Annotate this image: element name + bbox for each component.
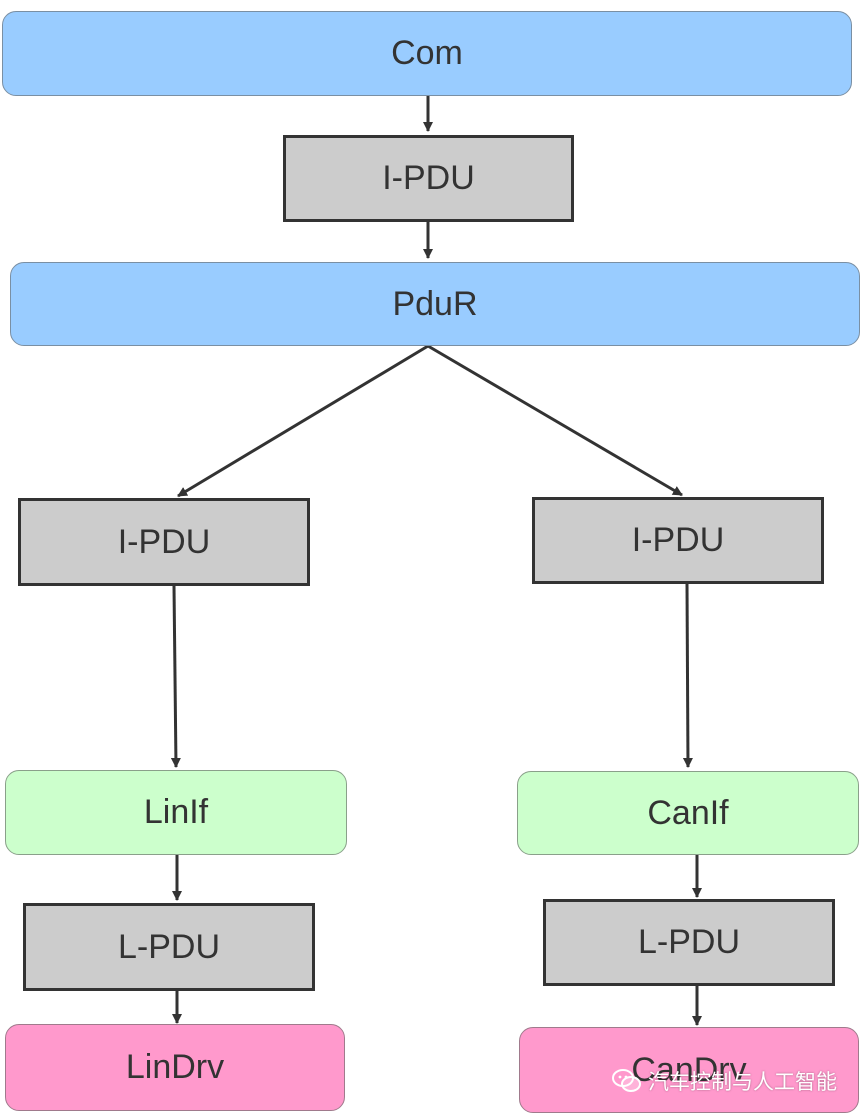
edge-pdur-to-ipdu-left (177, 344, 429, 498)
node-canif: CanIf (517, 771, 859, 855)
node-ipdu-right: I-PDU (532, 497, 824, 584)
node-lindrv: LinDrv (5, 1024, 345, 1111)
watermark-text: 汽车控制与人工智能 (648, 1070, 837, 1094)
wechat-icon (612, 1069, 641, 1092)
node-candrv: CanDrv (519, 1027, 859, 1113)
edge-pdur-to-ipdu-right (427, 344, 683, 497)
node-ipdu-top: I-PDU (283, 135, 574, 222)
edge-ipdu-right-to-canif (682, 583, 693, 768)
node-lpdu-left: L-PDU (23, 903, 315, 991)
watermark: 汽车控制与人工智能 (612, 1066, 837, 1096)
node-ipdu-left: I-PDU (18, 498, 310, 586)
node-pdur: PduR (10, 262, 860, 346)
node-lpdu-right: L-PDU (543, 899, 835, 986)
node-linif: LinIf (5, 770, 347, 855)
node-com: Com (2, 11, 852, 96)
edge-ipdu-left-to-linif (170, 585, 181, 768)
